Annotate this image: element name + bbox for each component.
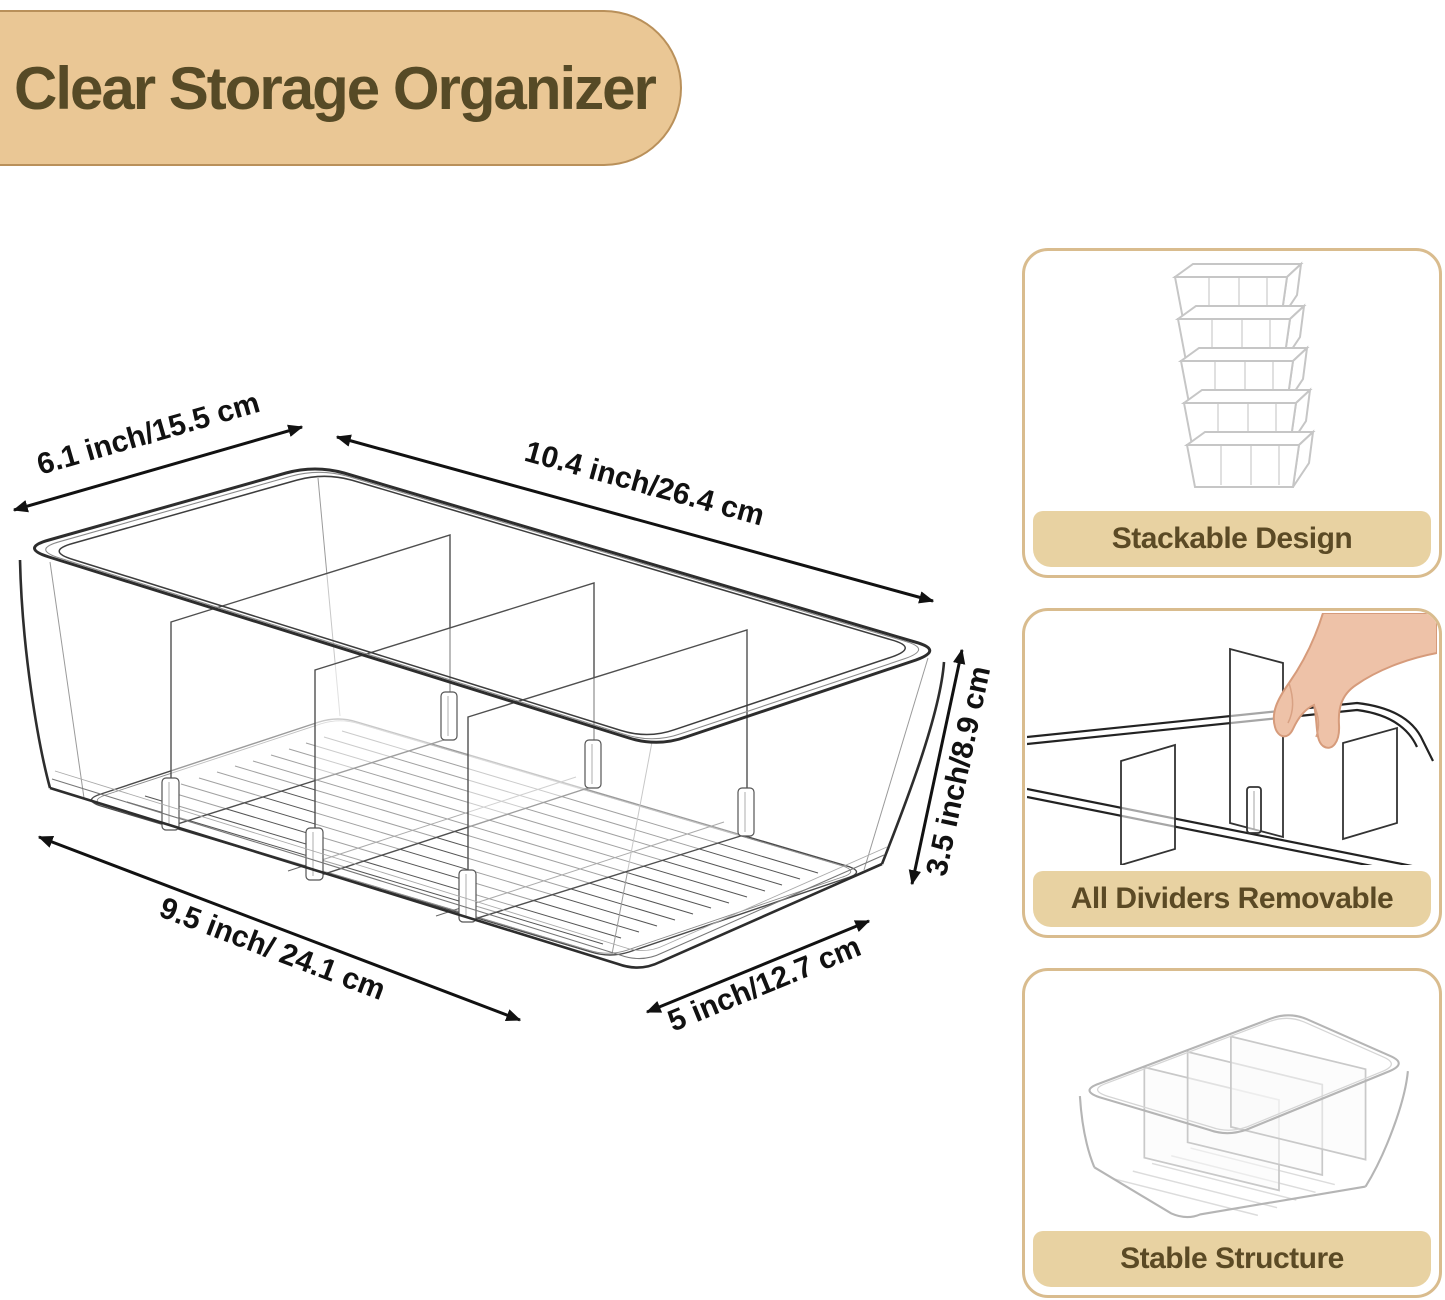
small-bin-rim xyxy=(1088,1014,1400,1135)
divider-being-removed xyxy=(1229,647,1284,839)
caption-stable: Stable Structure xyxy=(1120,1242,1344,1275)
feature-card-stackable: Stackable Design xyxy=(1022,248,1442,578)
hand xyxy=(1272,613,1437,749)
dimension-label-top-length: 10.4 inch/26.4 cm xyxy=(521,435,768,532)
bin-dividers xyxy=(170,534,748,922)
small-bin-base xyxy=(1093,1166,1366,1219)
closeup-dividers xyxy=(1120,647,1398,865)
feature-card-dividers: All Dividers Removable xyxy=(1022,608,1442,938)
arrow-height xyxy=(908,648,966,886)
dimension-label-height: 3.5 inch/8.9 cm xyxy=(920,663,997,879)
caption-stackable: Stackable Design xyxy=(1111,522,1353,555)
dimension-label-top-width: 6.1 inch/15.5 cm xyxy=(33,390,263,482)
dimension-arrows xyxy=(12,424,966,1022)
small-bin-dividers xyxy=(1143,1035,1367,1192)
interior-corner-edges xyxy=(49,477,929,955)
divider-removal-illustration xyxy=(1027,613,1437,865)
stable-bin-illustration xyxy=(1078,1014,1409,1219)
caption-band-stackable: Stackable Design xyxy=(1033,511,1431,567)
arrow-top-width xyxy=(12,424,304,513)
arrow-top-length xyxy=(335,434,935,604)
bin-closeup-lines xyxy=(1027,701,1434,865)
feature-card-stable: Stable Structure xyxy=(1022,968,1442,1298)
caption-dividers: All Dividers Removable xyxy=(1070,882,1394,915)
caption-band-stable: Stable Structure xyxy=(1033,1231,1431,1287)
arrow-bottom-width xyxy=(645,919,871,1014)
page-title: Clear Storage Organizer xyxy=(14,54,657,122)
stacked-bins-illustration xyxy=(1174,263,1314,488)
caption-band-dividers: All Dividers Removable xyxy=(1033,871,1431,927)
dimension-label-bottom-length: 9.5 inch/ 24.1 cm xyxy=(155,891,390,1007)
arrow-bottom-length xyxy=(37,835,522,1022)
bin-dimension-diagram: 6.1 inch/15.5 cm 10.4 inch/26.4 cm 9.5 i… xyxy=(12,390,997,1038)
title-banner: Clear Storage Organizer xyxy=(0,10,682,166)
